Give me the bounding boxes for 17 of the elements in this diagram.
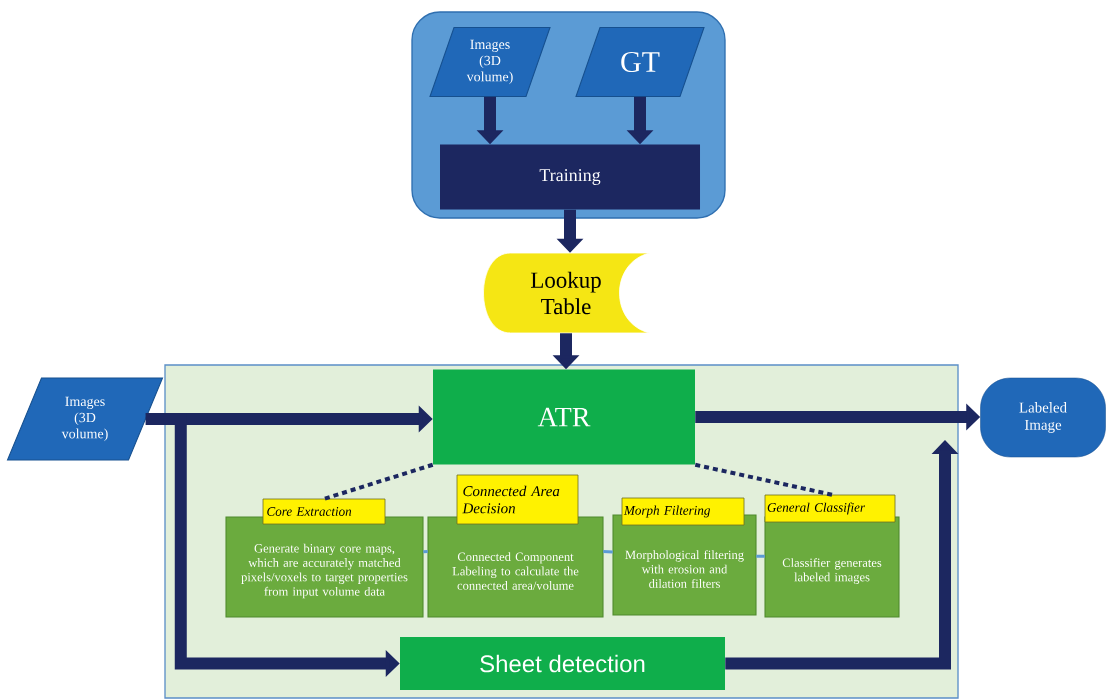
title-tab: General Classifier <box>764 494 896 523</box>
process-box: Training <box>440 144 700 210</box>
data-parallelogram: Images (3D volume) <box>429 26 551 98</box>
data-parallelogram: Images (3D volume) <box>6 377 164 461</box>
process-box: ATR <box>433 369 695 465</box>
title-tab: Core Extraction <box>262 498 386 525</box>
title-tab: Connected Area Decision <box>456 474 579 525</box>
connector-line <box>694 462 833 497</box>
process-card: Connected Component Labeling to calculate the connected area/volume <box>427 516 604 618</box>
process-box: Sheet detection <box>400 637 725 690</box>
data-parallelogram: GT <box>575 26 705 98</box>
process-card: Classifier generates labeled images <box>764 516 900 618</box>
connector-line <box>423 550 428 554</box>
connector-line <box>756 554 765 558</box>
process-card: Generate binary core maps, which are accurately matched pixels/voxels to target properties from input volume data <box>225 516 424 618</box>
connector-line <box>603 549 613 554</box>
connector-line <box>323 462 434 501</box>
